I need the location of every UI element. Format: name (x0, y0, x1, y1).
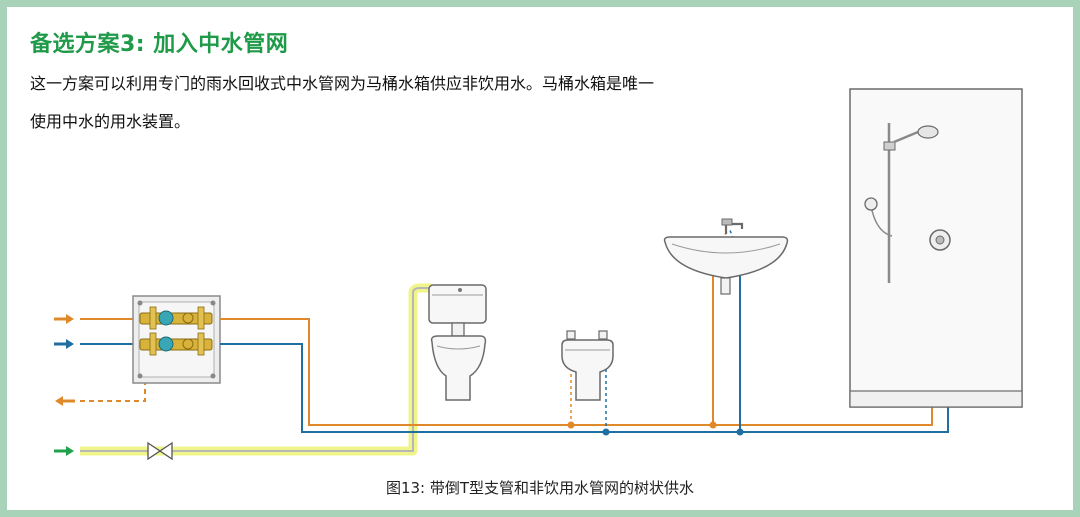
grey-water-pipe (80, 283, 432, 456)
toilet-icon (428, 284, 487, 401)
grey-water-inlet-arrow (54, 446, 74, 456)
hot-inlet-arrow (54, 314, 74, 324)
figure-caption: 图13: 带倒T型支管和非饮用水管网的树状供水 (385, 479, 695, 497)
shower-icon (849, 88, 1023, 408)
description-line-2: 使用中水的用水装置。 (30, 112, 191, 131)
sink-hot-tee (709, 421, 717, 429)
bidet-icon (561, 330, 614, 401)
washbasin-icon (663, 218, 789, 295)
figure-title: 备选方案3: 加入中水管网 (30, 32, 289, 57)
manifold-box (132, 295, 221, 384)
bidet-cold-tee (602, 428, 610, 436)
sink-cold-tee (736, 428, 744, 436)
description-line-1: 这一方案可以利用专门的雨水回收式中水管网为马桶水箱供应非饮用水。马桶水箱是唯一 (30, 74, 655, 93)
gate-valve-icon (147, 441, 173, 461)
return-outlet-arrow (55, 375, 146, 406)
cold-inlet-arrow (54, 339, 74, 349)
bidet-hot-tee (567, 421, 575, 429)
